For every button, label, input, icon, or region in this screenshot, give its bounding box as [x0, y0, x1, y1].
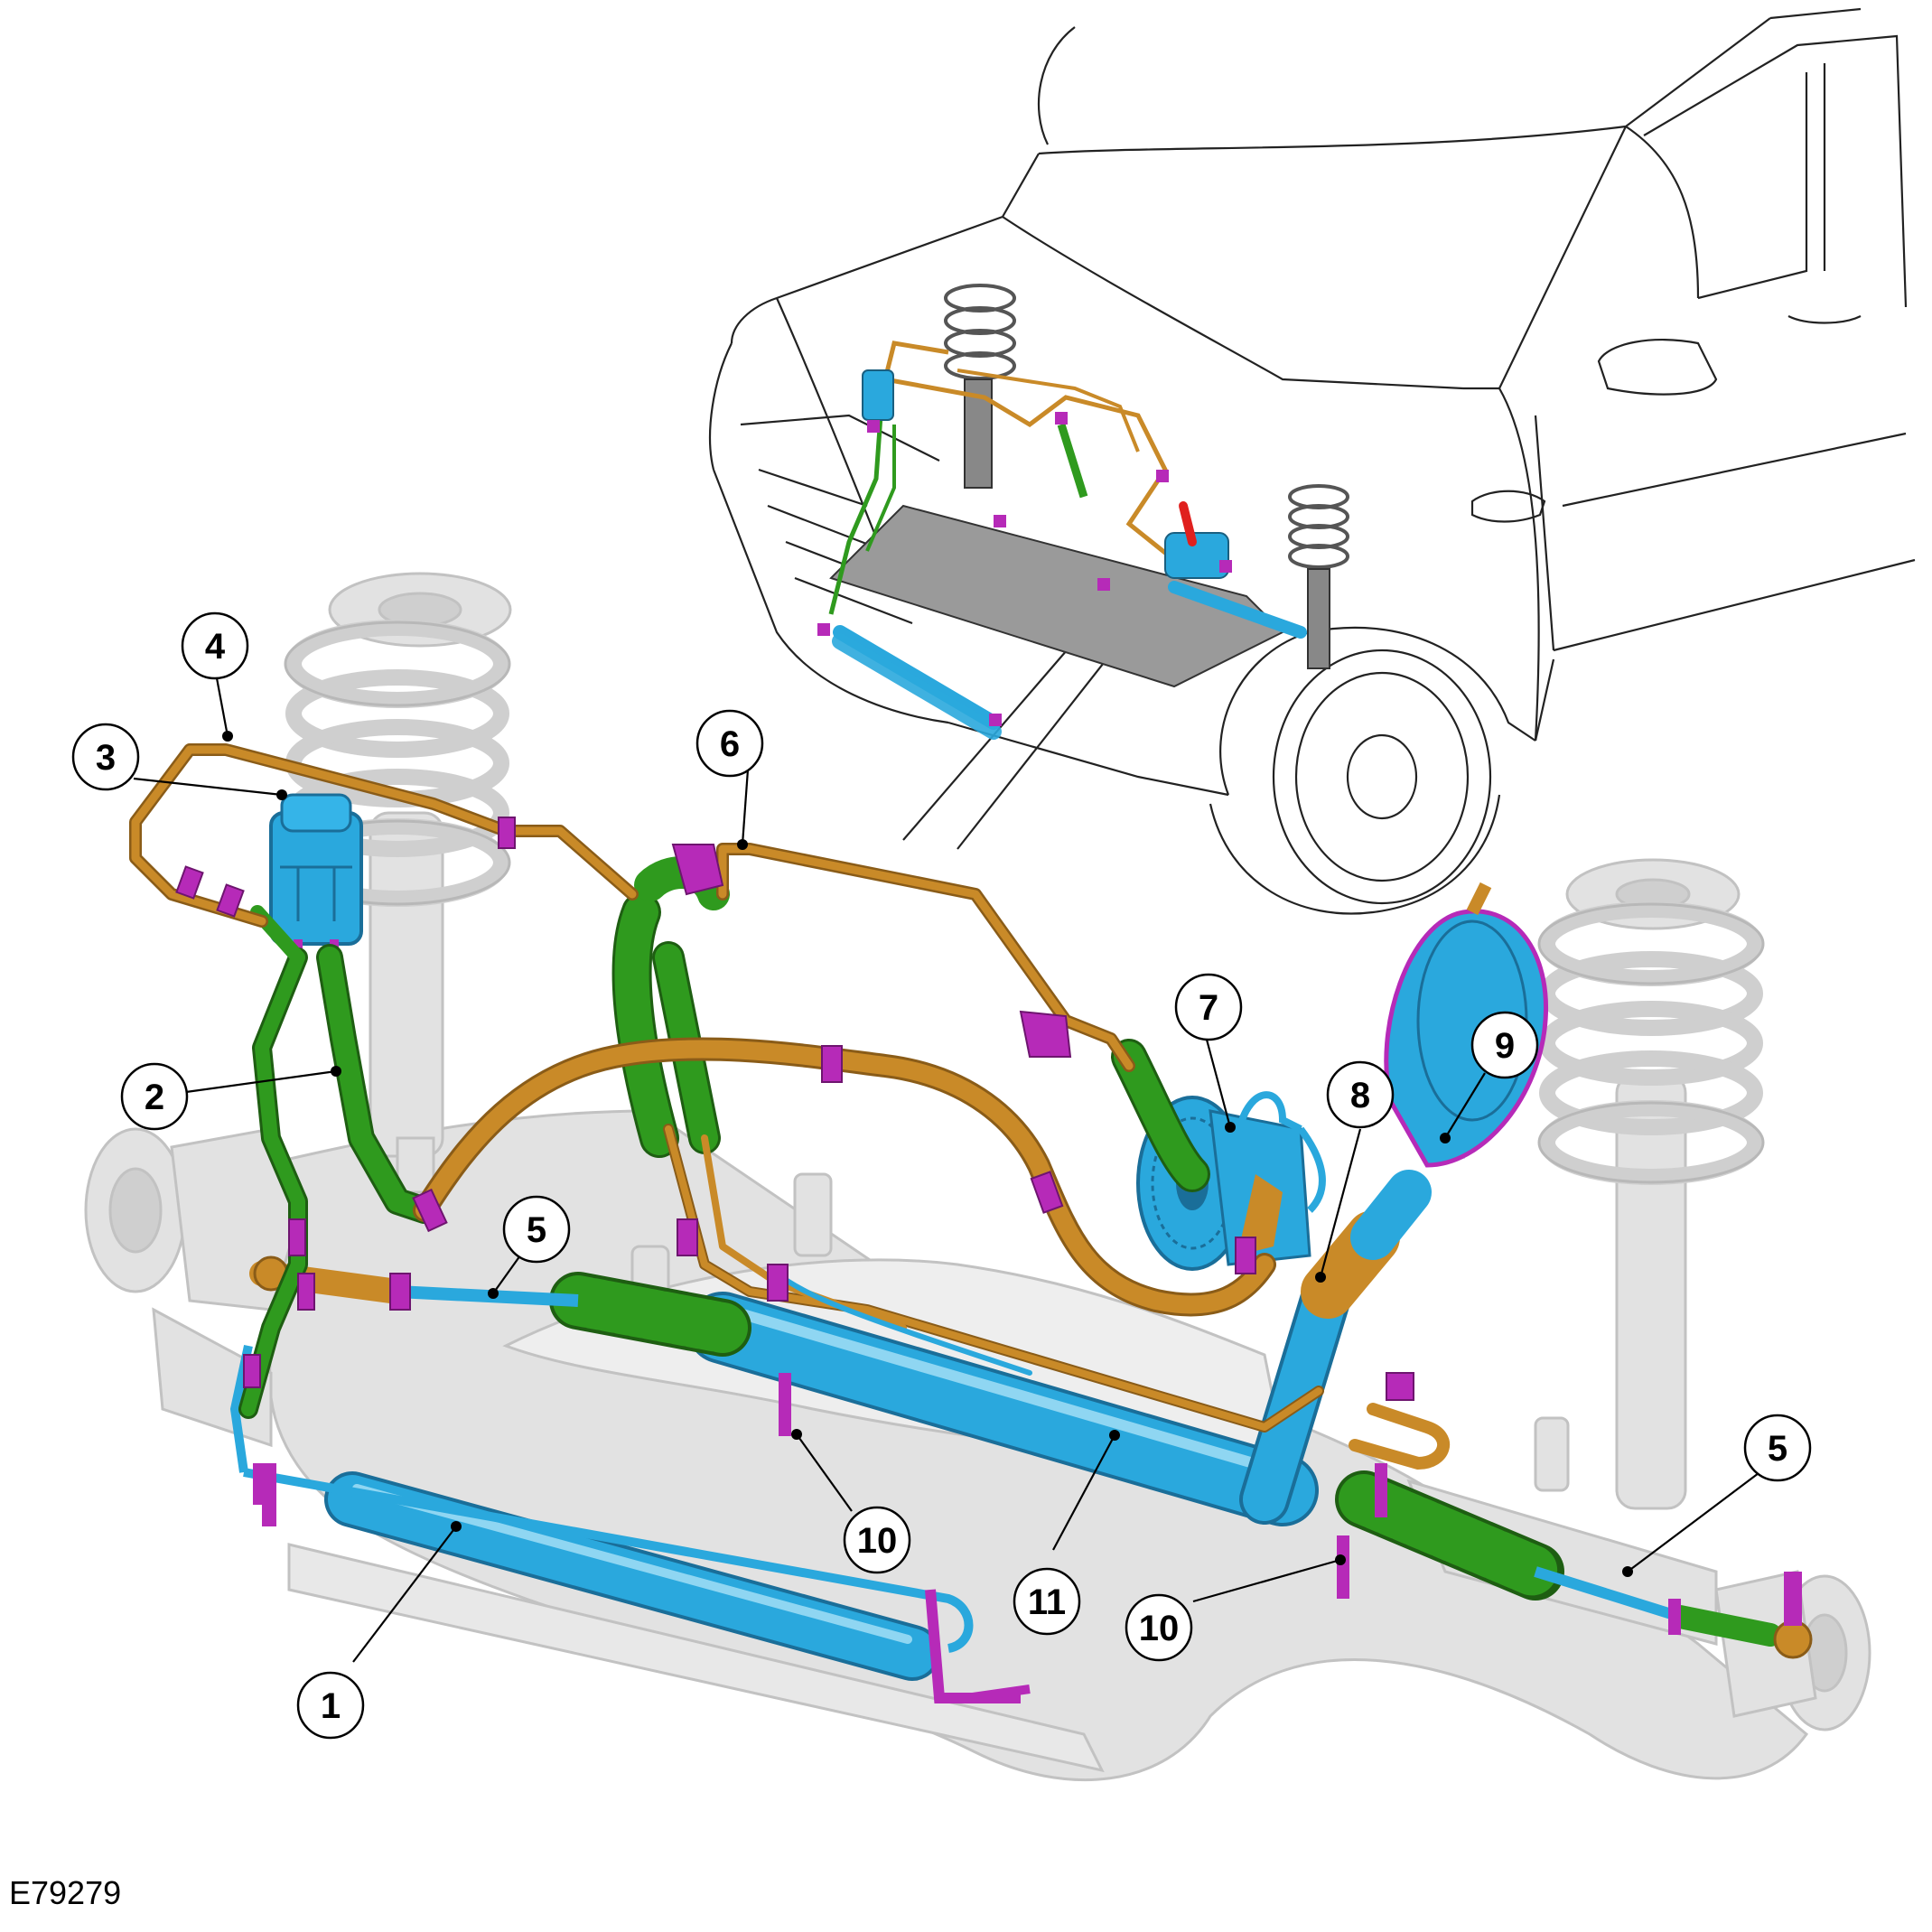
- vehicle-inset: [709, 7, 1916, 915]
- callout-9: 9: [1470, 1011, 1539, 1079]
- callout-1: 1: [296, 1671, 365, 1740]
- callout-leaders: [133, 667, 1767, 1663]
- callout-5-right-label: 5: [1768, 1429, 1787, 1469]
- callouts: 4 3 6 7 8 9 2 5: [71, 611, 1812, 1740]
- callout-8: 8: [1326, 1060, 1395, 1129]
- callout-3-label: 3: [96, 738, 116, 778]
- callout-9-label: 9: [1495, 1026, 1515, 1066]
- callout-1-label: 1: [321, 1686, 341, 1726]
- callout-11: 11: [1013, 1567, 1081, 1636]
- callout-4-label: 4: [205, 627, 226, 667]
- callout-5-left: 5: [502, 1195, 571, 1264]
- callout-8-label: 8: [1350, 1076, 1370, 1115]
- steering-rack: [249, 1255, 1813, 1659]
- callout-11-label: 11: [1028, 1582, 1066, 1622]
- fluid-reservoir: [269, 793, 363, 957]
- callout-leader-dots: [222, 731, 1633, 1577]
- callout-7-label: 7: [1199, 988, 1218, 1028]
- callout-10-left: 10: [843, 1506, 911, 1574]
- callout-2: 2: [120, 1062, 189, 1131]
- return-hoses: [238, 856, 1210, 1419]
- callout-7: 7: [1174, 973, 1243, 1041]
- callout-4: 4: [181, 611, 249, 680]
- callout-10-right-label: 10: [1139, 1609, 1180, 1648]
- callout-10-left-label: 10: [857, 1521, 898, 1561]
- purple-clips: [175, 817, 1414, 1401]
- column-coupling: [1301, 882, 1548, 1319]
- callout-6: 6: [695, 709, 764, 778]
- pressure-lines: [129, 743, 1451, 1470]
- callout-3: 3: [71, 723, 140, 791]
- callout-2-label: 2: [145, 1078, 164, 1117]
- callout-5-left-label: 5: [527, 1210, 546, 1250]
- fluid-cooler: [229, 1344, 1031, 1703]
- callout-10-right: 10: [1125, 1593, 1193, 1662]
- inset-components: [817, 284, 1349, 740]
- figure-reference-code: E79279: [9, 1874, 121, 1911]
- callout-5-right: 5: [1743, 1414, 1812, 1482]
- callout-6-label: 6: [720, 724, 740, 764]
